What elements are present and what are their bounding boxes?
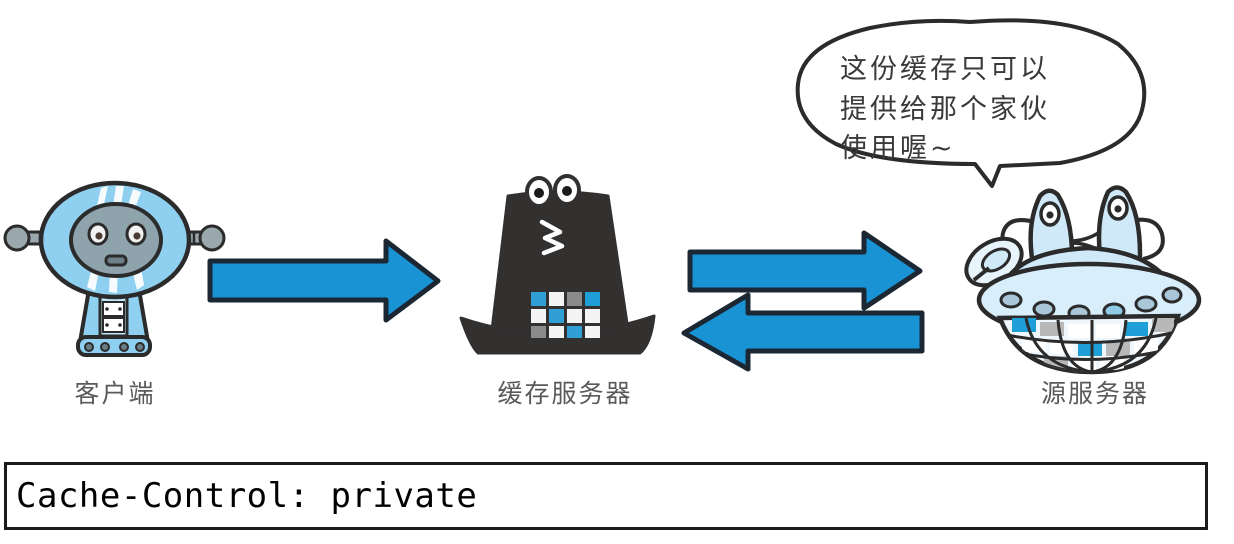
node-label-cache-server: 缓存服务器: [497, 379, 633, 408]
hat-window-grid: [531, 292, 600, 338]
header-directive-text: Cache-Control: private: [16, 476, 478, 516]
node-label-client: 客户端: [74, 379, 156, 408]
arrow-client-to-cache: [207, 238, 441, 323]
ufo-lower-dome: [996, 313, 1182, 375]
arrow-cache-to-origin: [687, 230, 923, 311]
robot-head: [38, 180, 192, 300]
ufo-icon: [964, 185, 1202, 375]
arrow-origin-to-cache: [681, 292, 925, 372]
node-label-origin-server: 源服务器: [1040, 379, 1149, 408]
robot-icon: [3, 180, 226, 357]
speech-bubble-line-3: 使用喔~: [840, 133, 956, 164]
hat-eyes: [525, 174, 581, 208]
top-hat-icon: [459, 174, 656, 355]
diagram-illustration: 这份缓存只可以 提供给那个家伙 使用喔~: [3, 18, 1202, 375]
speech-bubble-line-1: 这份缓存只可以: [840, 54, 1050, 85]
speech-bubble-line-2: 提供给那个家伙: [840, 94, 1050, 125]
header-directive-box: [4, 462, 1208, 530]
speech-bubble: 这份缓存只可以 提供给那个家伙 使用喔~: [795, 18, 1147, 188]
